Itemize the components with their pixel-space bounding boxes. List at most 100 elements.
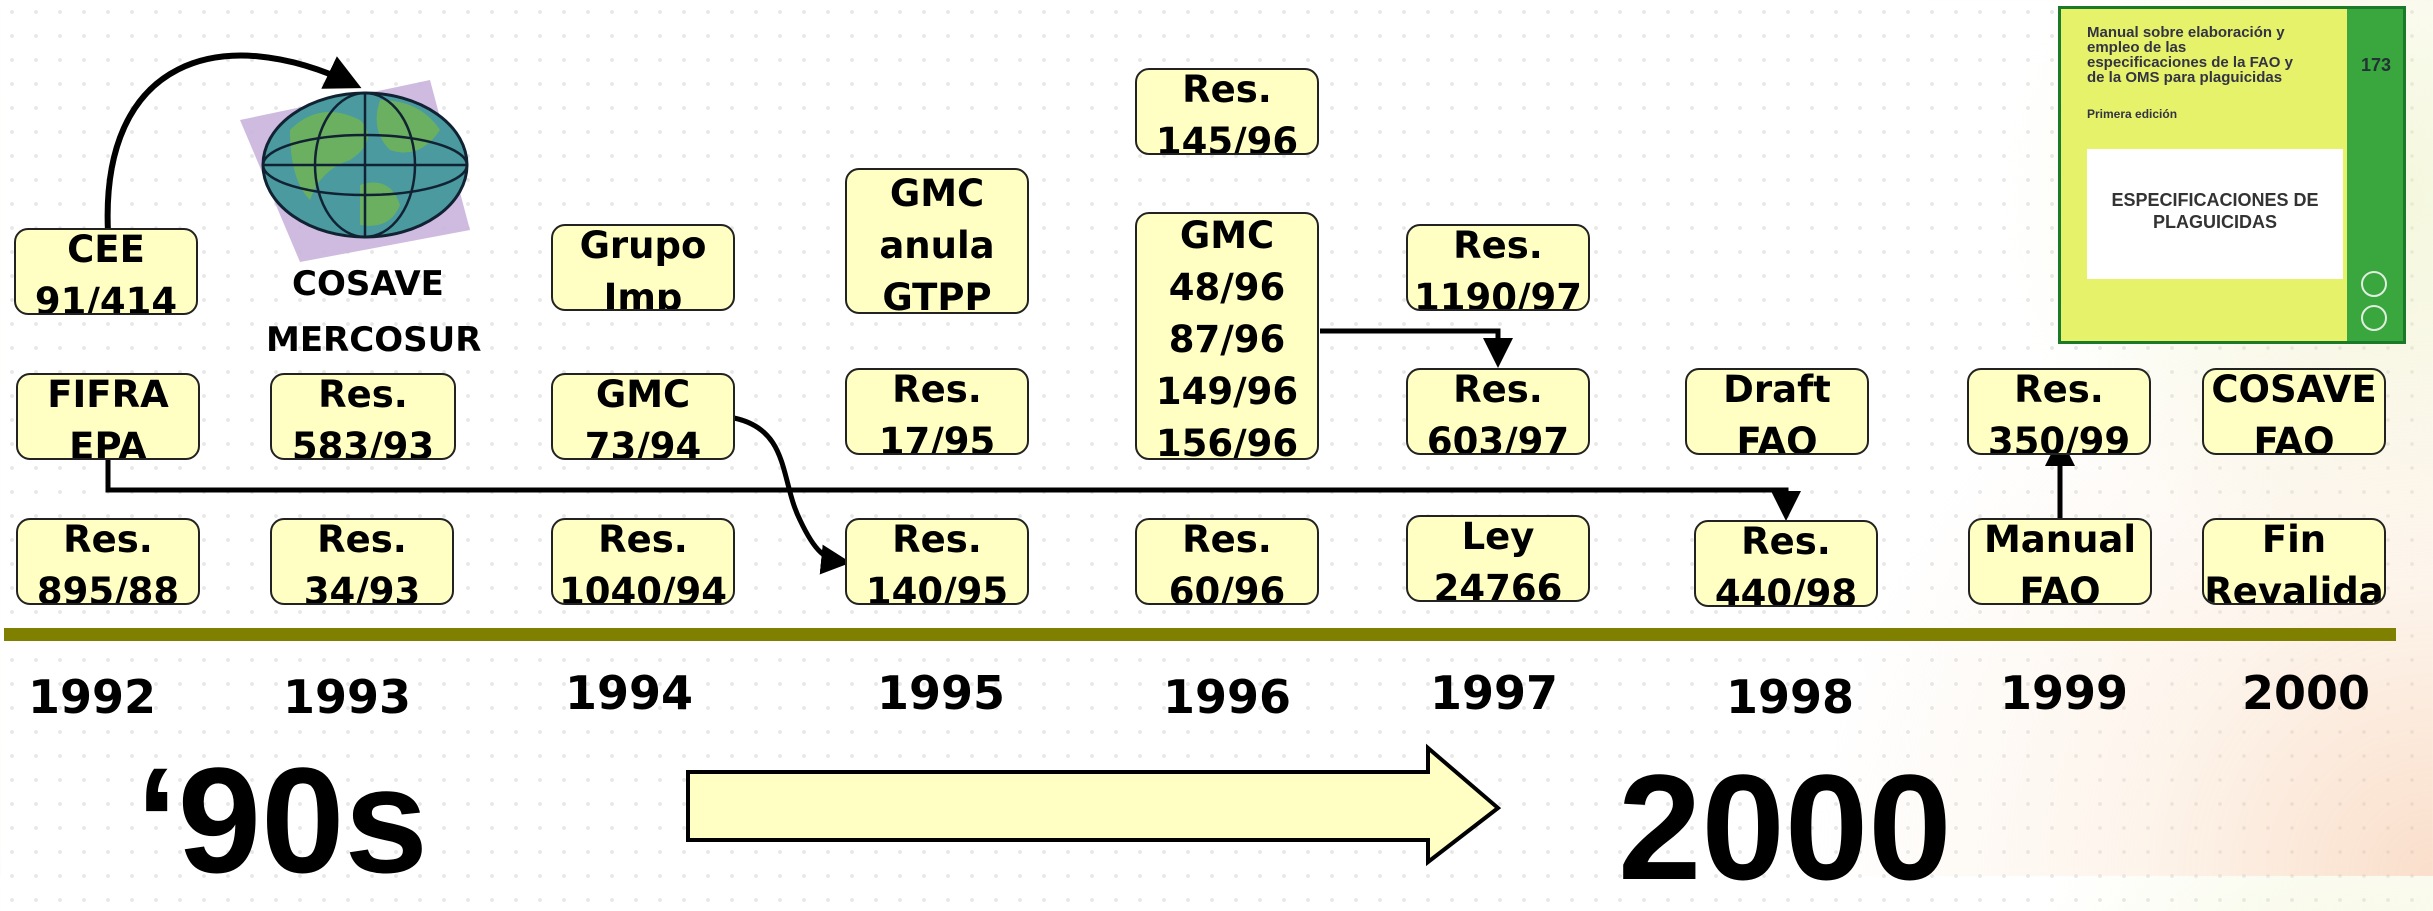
box-grupo-imp: Grupo Imp xyxy=(551,224,735,311)
box-line: 91/414 xyxy=(34,280,178,315)
box-line: 48/96 xyxy=(1168,266,1286,309)
cover-edition: Primera edición xyxy=(2087,107,2178,121)
box-line: Res. xyxy=(892,518,982,561)
box-line: Manual xyxy=(1983,518,2137,561)
cosave-label: COSAVE xyxy=(292,264,444,304)
box-fin-revalida: Fin Revalida xyxy=(2202,518,2386,605)
decade-label: ‘90s xyxy=(136,736,428,904)
box-res-140-95: Res. 140/95 xyxy=(845,518,1029,605)
box-line: Grupo xyxy=(579,224,707,267)
box-line: 149/96 xyxy=(1155,370,1299,413)
box-line: Res. xyxy=(1182,518,1272,561)
box-line: GMC xyxy=(889,172,985,215)
box-line: anula xyxy=(879,224,995,267)
cover-number: 173 xyxy=(2360,55,2391,75)
box-gmc-73-94: GMC 73/94 xyxy=(551,373,735,460)
box-line: Res. xyxy=(2014,368,2104,411)
year-1992: 1992 xyxy=(28,670,157,724)
box-line: Res. xyxy=(63,518,153,561)
box-res-1190-97: Res. 1190/97 xyxy=(1406,224,1590,311)
box-manual-fao: Manual FAO xyxy=(1968,518,2152,605)
box-line: Res. xyxy=(318,373,408,416)
progress-arrow xyxy=(686,743,1502,867)
box-line: Res. xyxy=(1453,224,1543,267)
cover-panel-text: ESPECIFICACIONES DE PLAGUICIDAS xyxy=(2111,190,2319,232)
year-2000: 2000 xyxy=(2242,666,2371,720)
box-line: 87/96 xyxy=(1168,318,1286,361)
target-year-label: 2000 xyxy=(1618,743,1952,911)
box-line: Res. xyxy=(892,368,982,411)
box-res-34-93: Res. 34/93 xyxy=(270,518,454,605)
box-fifra-epa: FIFRA EPA xyxy=(16,373,200,460)
connector-cee-globe xyxy=(104,52,362,233)
box-line: 73/94 xyxy=(584,425,702,460)
box-line: 156/96 xyxy=(1155,422,1299,460)
box-line: CEE xyxy=(67,228,145,271)
year-1995: 1995 xyxy=(877,666,1006,720)
box-cee-91-414: CEE 91/414 xyxy=(14,228,198,315)
mercosur-label: MERCOSUR xyxy=(266,320,482,360)
year-1996: 1996 xyxy=(1163,670,1292,724)
timeline-bar xyxy=(4,628,2396,641)
box-line: 583/93 xyxy=(291,425,435,460)
box-line: FAO xyxy=(1736,420,1818,455)
box-line: FIFRA xyxy=(47,373,169,416)
connector-layer xyxy=(4,52,2396,867)
box-line: COSAVE xyxy=(2211,368,2377,411)
box-line: FAO xyxy=(2253,420,2335,455)
box-line: 17/95 xyxy=(878,420,996,455)
box-gmc-anula-gtpp: GMC anula GTPP xyxy=(845,168,1029,314)
box-line: Res. xyxy=(1182,68,1272,111)
box-res-17-95: Res. 17/95 xyxy=(845,368,1029,455)
box-res-440-98: Res. 440/98 xyxy=(1694,520,1878,607)
box-line: Revalida xyxy=(2204,570,2384,605)
box-gmc-48-87-149-156-96: GMC 48/96 87/96 149/96 156/96 xyxy=(1135,212,1319,460)
box-line: GTPP xyxy=(882,276,992,314)
box-line: 145/96 xyxy=(1155,120,1299,155)
box-res-60-96: Res. 60/96 xyxy=(1135,518,1319,605)
cover-title: Manual sobre elaboración y empleo de las… xyxy=(2087,24,2293,86)
box-line: 895/88 xyxy=(36,570,180,605)
box-line: 350/99 xyxy=(1987,420,2131,455)
year-1999: 1999 xyxy=(2000,666,2129,720)
year-1994: 1994 xyxy=(565,666,694,720)
connector-fifra-res440 xyxy=(105,452,1801,521)
box-line: 440/98 xyxy=(1714,572,1858,607)
year-1993: 1993 xyxy=(283,670,412,724)
box-res-603-97: Res. 603/97 xyxy=(1406,368,1590,455)
box-res-583-93: Res. 583/93 xyxy=(270,373,456,460)
box-res-350-99: Res. 350/99 xyxy=(1967,368,2151,455)
fao-who-emblem-icon xyxy=(2361,305,2387,331)
connector-gmc73-res140 xyxy=(733,415,851,575)
box-line: Fin xyxy=(2261,518,2327,561)
box-line: Res. xyxy=(317,518,407,561)
box-line: Imp xyxy=(603,276,683,311)
box-line: 34/93 xyxy=(303,570,421,605)
cover-panel: ESPECIFICACIONES DE PLAGUICIDAS xyxy=(2087,149,2343,279)
box-ley-24766: Ley 24766 xyxy=(1406,515,1590,602)
year-1998: 1998 xyxy=(1726,670,1855,724)
box-res-145-96: Res. 145/96 xyxy=(1135,68,1319,155)
box-line: Res. xyxy=(1453,368,1543,411)
year-1997: 1997 xyxy=(1430,666,1559,720)
box-line: GMC xyxy=(1179,214,1275,257)
box-line: Draft xyxy=(1723,368,1831,411)
box-line: 1040/94 xyxy=(559,570,727,605)
box-line: 603/97 xyxy=(1426,420,1570,455)
box-draft-fao: Draft FAO xyxy=(1685,368,1869,455)
box-line: GMC xyxy=(595,373,691,416)
box-line: Ley xyxy=(1461,515,1535,558)
box-line: EPA xyxy=(69,425,147,460)
box-cosave-fao: COSAVE FAO xyxy=(2202,368,2386,455)
box-line: 60/96 xyxy=(1168,570,1286,605)
fao-who-emblem-icon xyxy=(2361,271,2387,297)
box-line: Res. xyxy=(598,518,688,561)
box-line: 140/95 xyxy=(865,570,1009,605)
connector-gmc-res603 xyxy=(1320,328,1513,368)
box-line: 24766 xyxy=(1433,567,1563,602)
box-line: 1190/97 xyxy=(1414,276,1582,311)
box-res-895-88: Res. 895/88 xyxy=(16,518,200,605)
box-line: FAO xyxy=(2019,570,2101,605)
globe-icon xyxy=(240,80,470,262)
box-line: Res. xyxy=(1741,520,1831,563)
